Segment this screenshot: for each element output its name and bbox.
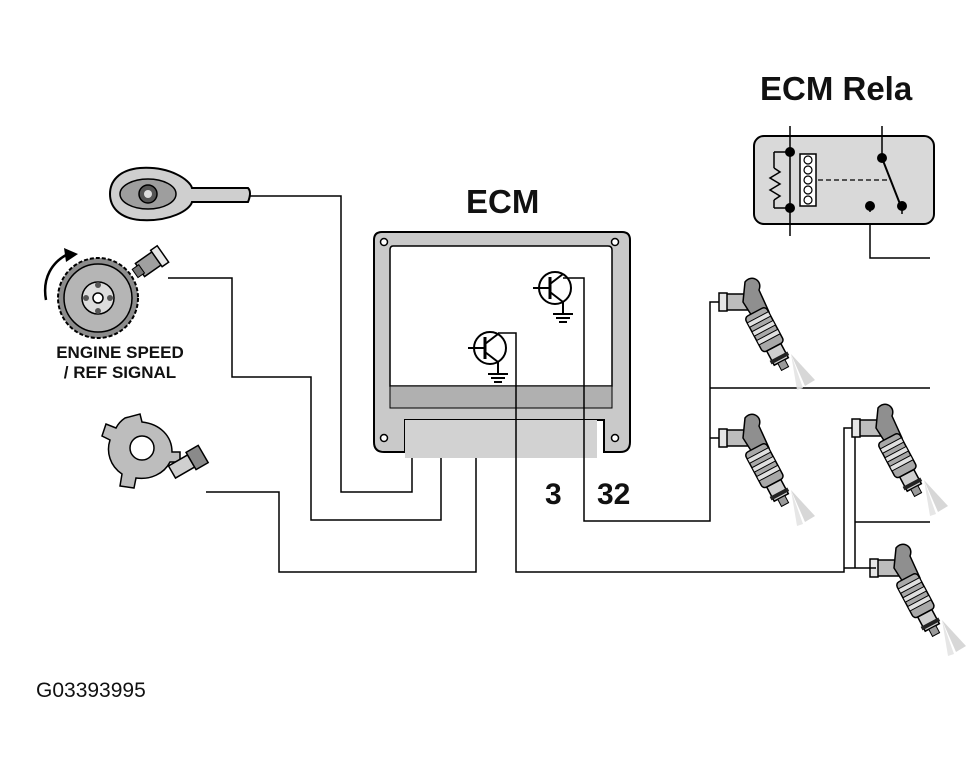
pin-32-label: 32 xyxy=(597,478,631,511)
ignition-key-icon xyxy=(108,166,251,222)
fuel-injector-icon xyxy=(718,277,816,391)
crankshaft-sensor-icon xyxy=(43,244,170,339)
fuel-injector-icon xyxy=(718,413,816,527)
figure-code: G03393995 xyxy=(36,679,146,702)
relay-icon xyxy=(753,126,935,236)
camshaft-sensor-icon xyxy=(101,413,210,489)
wiring xyxy=(168,195,930,573)
ecm-relay-title: ECM Rela xyxy=(760,70,913,107)
fuel-injectors xyxy=(718,277,966,657)
engine-speed-label-line1: ENGINE SPEED xyxy=(56,343,184,362)
ecm-module xyxy=(373,231,631,458)
pin-3-label: 3 xyxy=(545,478,562,511)
fuel-injector-icon xyxy=(851,403,949,517)
engine-speed-label-line2: / REF SIGNAL xyxy=(63,363,177,382)
ecm-title: ECM xyxy=(466,183,540,220)
fuel-injector-icon xyxy=(869,543,966,657)
engine-speed-label: ENGINE SPEED / REF SIGNAL xyxy=(30,343,210,383)
